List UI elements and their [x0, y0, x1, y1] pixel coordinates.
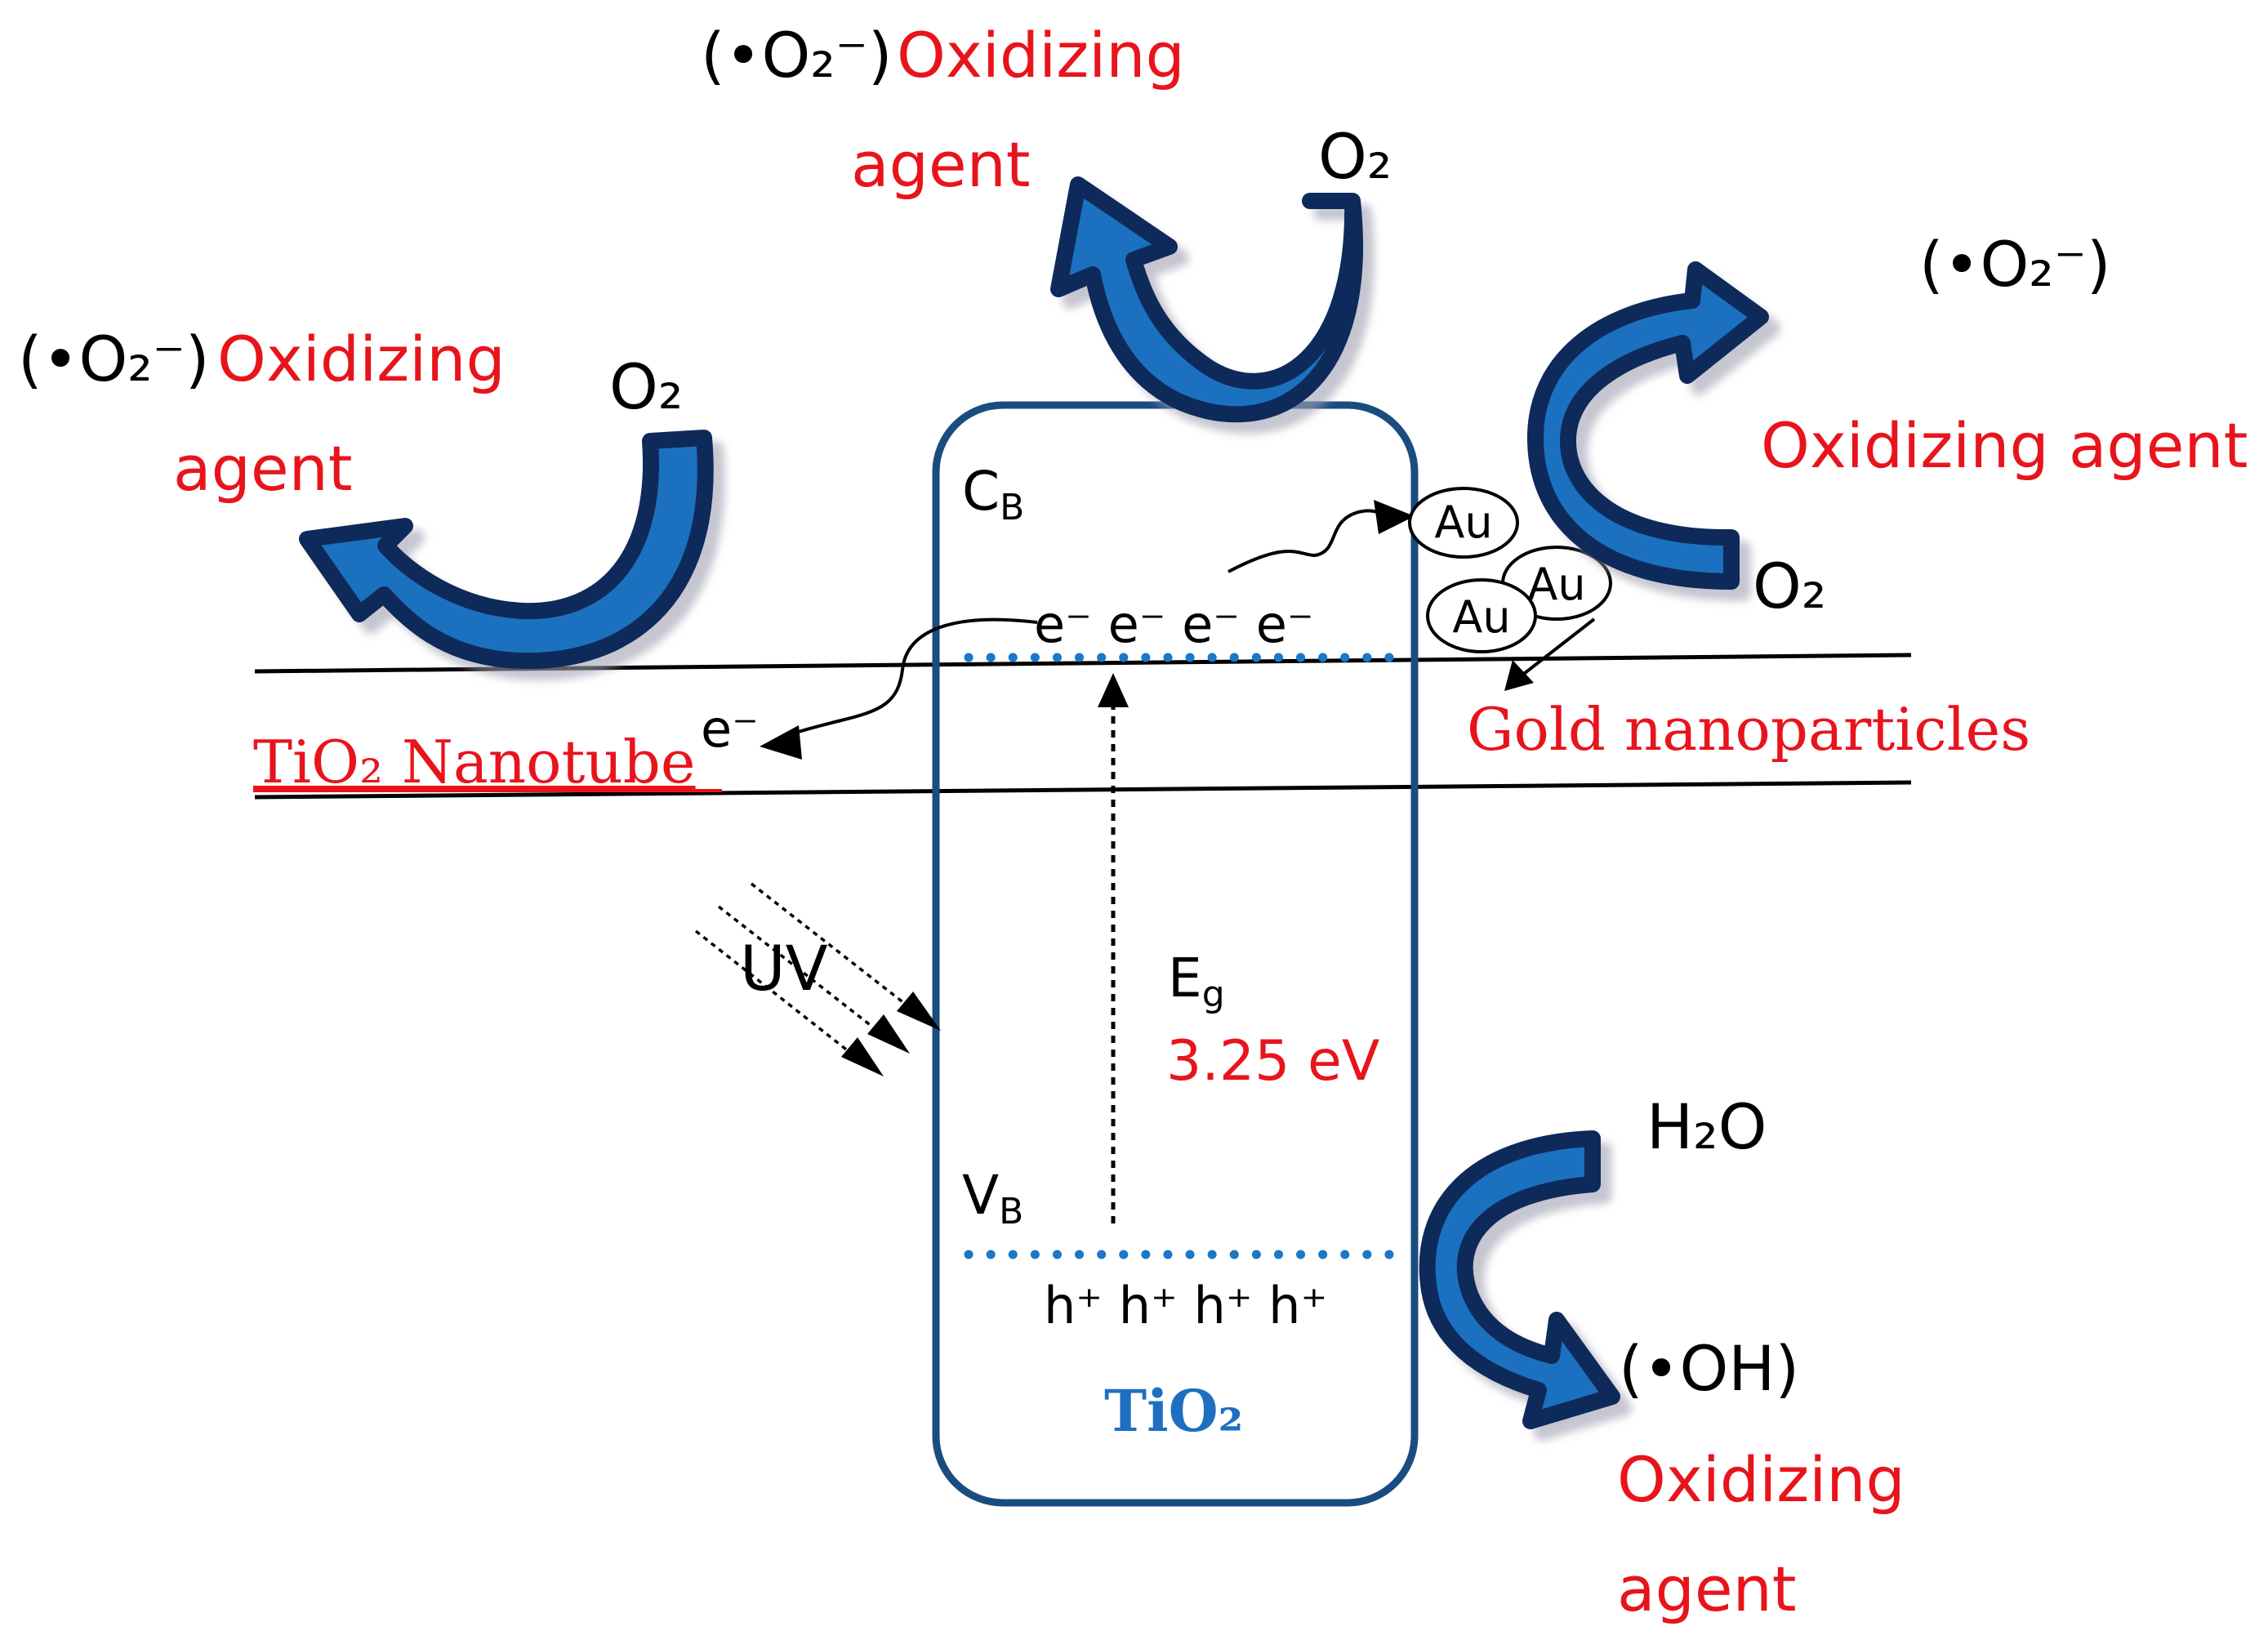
- bottom-agent-label: agent: [1617, 1553, 1797, 1625]
- h2o-label: H₂O: [1646, 1090, 1767, 1163]
- left-radical-label: (•O₂⁻): [18, 323, 210, 395]
- au-particle-3: [1426, 578, 1537, 653]
- electron-to-nanotube-arrow: [774, 617, 1038, 743]
- left-o2-label: O₂: [609, 350, 683, 423]
- au-particle-1: [1408, 487, 1519, 559]
- gold-to-nanotube-arrow: [1519, 617, 1596, 678]
- top-o2-curved-arrow: [1050, 176, 1364, 423]
- tio2-nanotube-label: TiO₂ Nanotube: [253, 728, 695, 796]
- h2o-curved-arrow: [1419, 1130, 1620, 1429]
- uv-label: UV: [740, 932, 828, 1005]
- left-oxidizing-label: Oxidizing: [217, 323, 506, 395]
- top-oxidizing-label: Oxidizing: [897, 19, 1185, 91]
- electrons-label: e⁻ e⁻ e⁻ e⁻: [1034, 595, 1314, 654]
- uv-rays: [694, 882, 933, 1072]
- band-gap-value: 3.25 eV: [1166, 1029, 1379, 1094]
- bottom-oxidizing-label: Oxidizing: [1617, 1443, 1905, 1516]
- electron-to-gold-arrow: [1228, 509, 1401, 573]
- top-radical-label: (•O₂⁻): [701, 19, 893, 91]
- right-radical-label: (•O₂⁻): [1919, 228, 2111, 301]
- uv-arrowhead-1: [897, 992, 941, 1031]
- au-label-2: Au: [1527, 559, 1585, 610]
- left-o2-curved-arrow: [299, 430, 714, 670]
- gold-nanoparticles-cluster: [1408, 487, 1612, 653]
- holes-label: h⁺ h⁺ h⁺ h⁺: [1044, 1276, 1327, 1335]
- top-agent-label: agent: [851, 128, 1031, 201]
- conduction-band-label: CB: [962, 460, 1024, 528]
- tio2-material-label: TiO₂: [1104, 1377, 1243, 1445]
- electron-to-gold-arrowhead: [1374, 500, 1415, 534]
- injected-electron-label: e⁻: [701, 699, 759, 759]
- band-gap-label: Eg: [1168, 947, 1225, 1015]
- right-oxidizing-agent-label: Oxidizing agent: [1761, 409, 2248, 482]
- nanotube-bottom-line: [254, 780, 1912, 800]
- uv-arrowhead-3: [841, 1037, 884, 1076]
- gold-to-nanotube-arrowhead: [1504, 660, 1534, 691]
- valence-band-label: VB: [962, 1164, 1023, 1232]
- oh-radical-label: (•OH): [1619, 1332, 1799, 1405]
- left-agent-label: agent: [173, 432, 353, 505]
- uv-arrowhead-2: [867, 1014, 910, 1054]
- right-o2-label: O₂: [1753, 550, 1826, 622]
- electron-to-nanotube-arrowhead: [760, 725, 802, 760]
- au-label-3: Au: [1452, 591, 1510, 643]
- right-o2-curved-arrow: [1526, 261, 1769, 590]
- top-o2-label: O₂: [1318, 120, 1392, 193]
- bandgap-arrowhead: [1098, 673, 1129, 707]
- gold-nanoparticles-label: Gold nanoparticles: [1467, 695, 2030, 764]
- au-label-1: Au: [1434, 497, 1492, 548]
